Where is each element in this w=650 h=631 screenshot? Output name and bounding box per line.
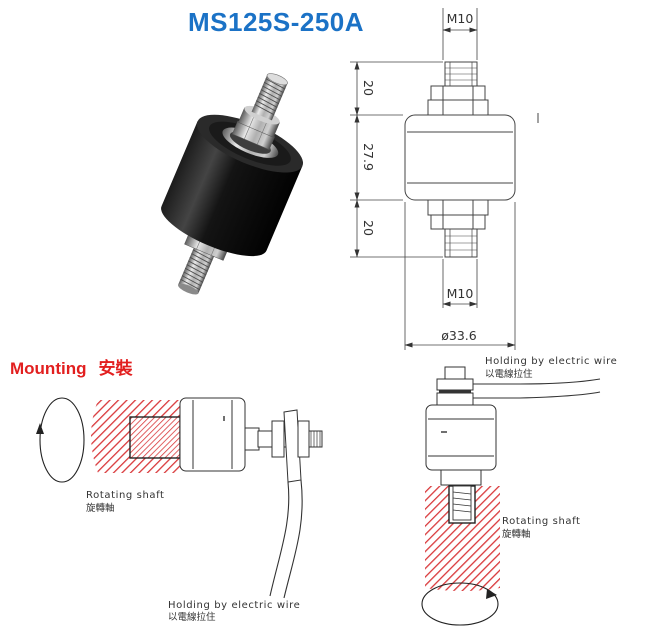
bottom-threaded-stud (178, 246, 215, 295)
vertical-wire-label-zh: 以電線拉住 (485, 368, 533, 380)
vertical-shaft-label-en: Rotating shaft (502, 516, 581, 527)
mounting-heading-en: Mounting (10, 359, 87, 378)
side-wire-label-zh: 以電線拉住 (168, 611, 216, 623)
model-title: MS125S-250A (188, 7, 365, 37)
side-mounting-hardware (244, 409, 323, 483)
side-slip-ring-body (179, 397, 246, 472)
top-thread-label: M10 (447, 11, 474, 26)
vertical-rotation-indicator (421, 582, 499, 626)
top-length-label: 20 (361, 80, 376, 96)
diameter-dimension-lines (404, 202, 516, 350)
mounting-heading: Mounting 安裝 (10, 358, 132, 380)
vertical-slip-ring-body (425, 404, 497, 471)
technical-drawing (350, 8, 539, 350)
drawing-top-stud (444, 61, 478, 87)
bottom-thread-label: M10 (447, 286, 474, 301)
drawing-housing (404, 114, 516, 201)
rotation-arrow-icon (36, 423, 44, 434)
vertical-rotating-shaft-section (425, 485, 500, 591)
side-shaft-label-zh: 旋轉軸 (86, 502, 115, 514)
vertical-wire-label-en: Holding by electric wire (485, 356, 617, 367)
side-holding-wire (269, 479, 303, 599)
drawing-top-nut (427, 85, 489, 116)
product-photo (161, 73, 304, 295)
drawing-bottom-nut (427, 199, 489, 230)
top-thread-dimension-lines (442, 8, 478, 60)
bottom-length-label: 20 (361, 220, 376, 236)
vertical-top-hardware (436, 366, 474, 406)
slip-ring-housing (161, 114, 304, 257)
diameter-label: ø33.6 (441, 328, 477, 343)
vertical-bottom-nut (440, 469, 482, 486)
drawing-bottom-stud (444, 228, 478, 258)
rotation-arrow-icon (486, 589, 497, 599)
rotation-indicator (36, 397, 85, 483)
rotating-shaft-section (91, 400, 181, 473)
top-threaded-stud (251, 73, 288, 121)
side-wire-label-en: Holding by electric wire (168, 600, 300, 611)
mounting-vertical-view: Holding by electric wire 以電線拉住 (421, 356, 617, 626)
vertical-dimension-lines (350, 61, 443, 258)
bottom-thread-dimension-lines (442, 259, 478, 308)
mounting-side-view: Rotating shaft 旋轉軸 Holding by electric w… (36, 397, 323, 623)
vertical-shaft-label-zh: 旋轉軸 (502, 528, 531, 540)
vertical-holding-wire (470, 378, 601, 399)
body-length-label: 27.9 (361, 143, 376, 171)
mounting-heading-zh: 安裝 (98, 359, 133, 378)
side-shaft-label-en: Rotating shaft (86, 490, 165, 501)
